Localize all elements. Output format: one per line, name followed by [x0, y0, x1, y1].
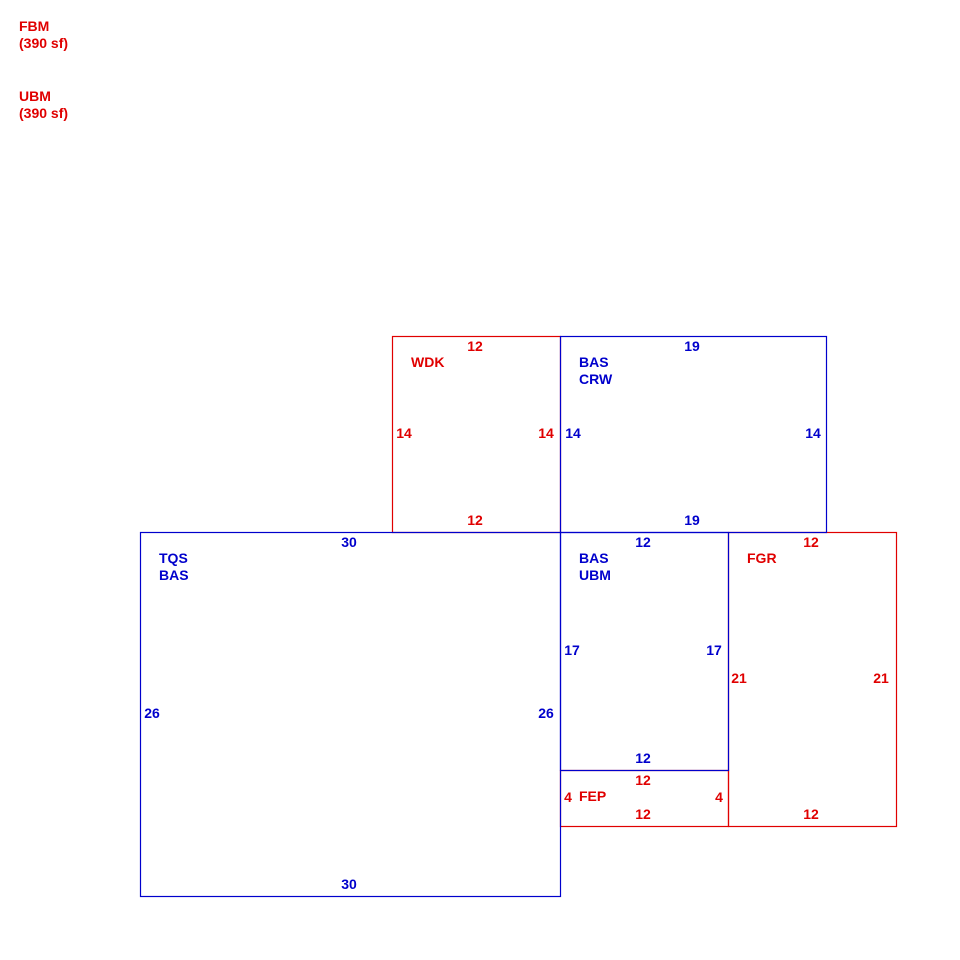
area-label-wdk-1: WDK: [411, 354, 444, 370]
dim-fep-right: 4: [715, 789, 723, 805]
dim-bas-crw-left: 14: [565, 425, 581, 441]
dim-bas-ubm-top: 12: [635, 534, 651, 550]
area-fgr: [727, 531, 898, 828]
legend-fbm-code: FBM: [19, 18, 50, 34]
legend-fbm-area: (390 sf): [19, 35, 69, 51]
dim-wdk-bottom: 12: [467, 512, 483, 528]
dim-wdk-right: 14: [538, 425, 554, 441]
area-label-bas-ubm-2: UBM: [579, 567, 611, 583]
dim-fgr-right: 21: [873, 670, 889, 686]
area-label-bas-ubm-1: BAS: [579, 550, 609, 566]
dim-bas-ubm-right: 17: [706, 642, 722, 658]
dim-fgr-top: 12: [803, 534, 819, 550]
area-label-fep-1: FEP: [579, 788, 606, 804]
dim-bas-crw-top: 19: [684, 338, 700, 354]
area-tqs-bas: [139, 531, 562, 898]
dim-bas-crw-bottom: 19: [684, 512, 700, 528]
dim-tqs-bas-left: 26: [144, 705, 160, 721]
area-bas-ubm: [559, 531, 730, 772]
dim-fep-left: 4: [564, 789, 572, 805]
area-label-fgr-1: FGR: [747, 550, 777, 566]
dim-fgr-left: 21: [731, 670, 747, 686]
legend-ubm-code: UBM: [19, 88, 51, 104]
dim-bas-crw-right: 14: [805, 425, 821, 441]
area-label-bas-crw-2: CRW: [579, 371, 613, 387]
dim-wdk-left: 14: [396, 425, 412, 441]
area-label-tqs-bas-1: TQS: [159, 550, 188, 566]
dim-bas-ubm-left: 17: [564, 642, 580, 658]
dim-tqs-bas-bottom: 30: [341, 876, 357, 892]
dim-tqs-bas-top: 30: [341, 534, 357, 550]
legend-ubm-area: (390 sf): [19, 105, 69, 121]
area-label-bas-crw-1: BAS: [579, 354, 609, 370]
area-outline-fgr: [727, 531, 898, 828]
area-label-tqs-bas-2: BAS: [159, 567, 189, 583]
dim-fgr-bottom: 12: [803, 806, 819, 822]
dim-bas-ubm-bottom: 12: [635, 750, 651, 766]
area-outline-bas-ubm: [559, 531, 730, 772]
dim-wdk-top: 12: [467, 338, 483, 354]
dim-fep-top: 12: [635, 772, 651, 788]
dim-tqs-bas-right: 26: [538, 705, 554, 721]
legend-fbm: FBM (390 sf): [19, 18, 68, 52]
dim-fep-bottom: 12: [635, 806, 651, 822]
area-outline-tqs-bas: [139, 531, 562, 898]
legend-ubm: UBM (390 sf): [19, 88, 68, 122]
